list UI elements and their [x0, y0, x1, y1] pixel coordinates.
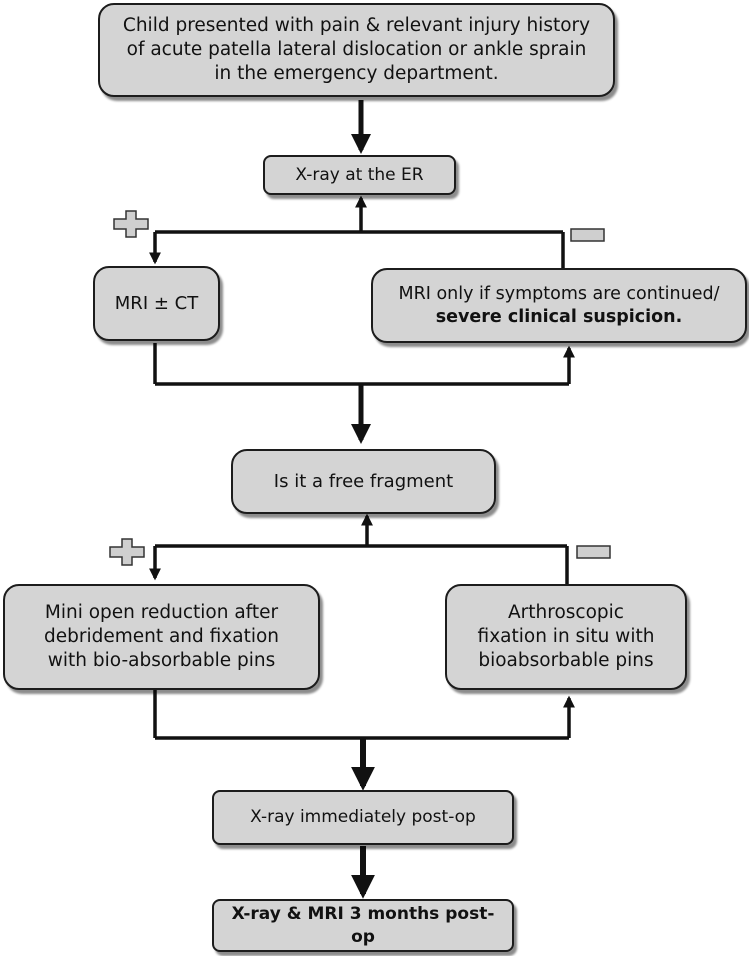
free-fragment-box: Is it a free fragment — [231, 449, 496, 514]
xray-er-text: X-ray at the ER — [295, 164, 424, 185]
mri-only-text-line2: severe clinical suspicion. — [435, 306, 683, 327]
initial-presentation-box: Child presented with pain & relevant inj… — [98, 3, 615, 97]
xray-er-box: X-ray at the ER — [263, 155, 456, 195]
mri-only-text-line1: MRI only if symptoms are continued/ — [398, 283, 720, 304]
initial-presentation-text: Child presented with pain & relevant inj… — [122, 14, 591, 85]
mri-ct-box: MRI ± CT — [93, 266, 220, 341]
mri-only-box: MRI only if symptoms are continued/ seve… — [371, 268, 747, 343]
arthroscopic-text: Arthroscopic fixation in situ with bioab… — [477, 601, 655, 672]
xray-postop-text: X-ray immediately post-op — [250, 807, 476, 828]
xray-mri-3months-text: X-ray & MRI 3 months post-op — [231, 904, 495, 947]
minus-icon — [576, 545, 611, 559]
plus-icon — [113, 210, 149, 238]
arthroscopic-box: Arthroscopic fixation in situ with bioab… — [445, 584, 687, 690]
mini-open-text: Mini open reduction after debridement an… — [43, 601, 280, 672]
mri-ct-text: MRI ± CT — [114, 292, 199, 314]
plus-icon — [109, 538, 145, 566]
xray-mri-3months-box: X-ray & MRI 3 months post-op — [212, 899, 514, 952]
mini-open-box: Mini open reduction after debridement an… — [3, 584, 320, 690]
xray-postop-box: X-ray immediately post-op — [212, 790, 514, 845]
free-fragment-text: Is it a free fragment — [273, 470, 454, 492]
minus-icon — [570, 228, 605, 242]
